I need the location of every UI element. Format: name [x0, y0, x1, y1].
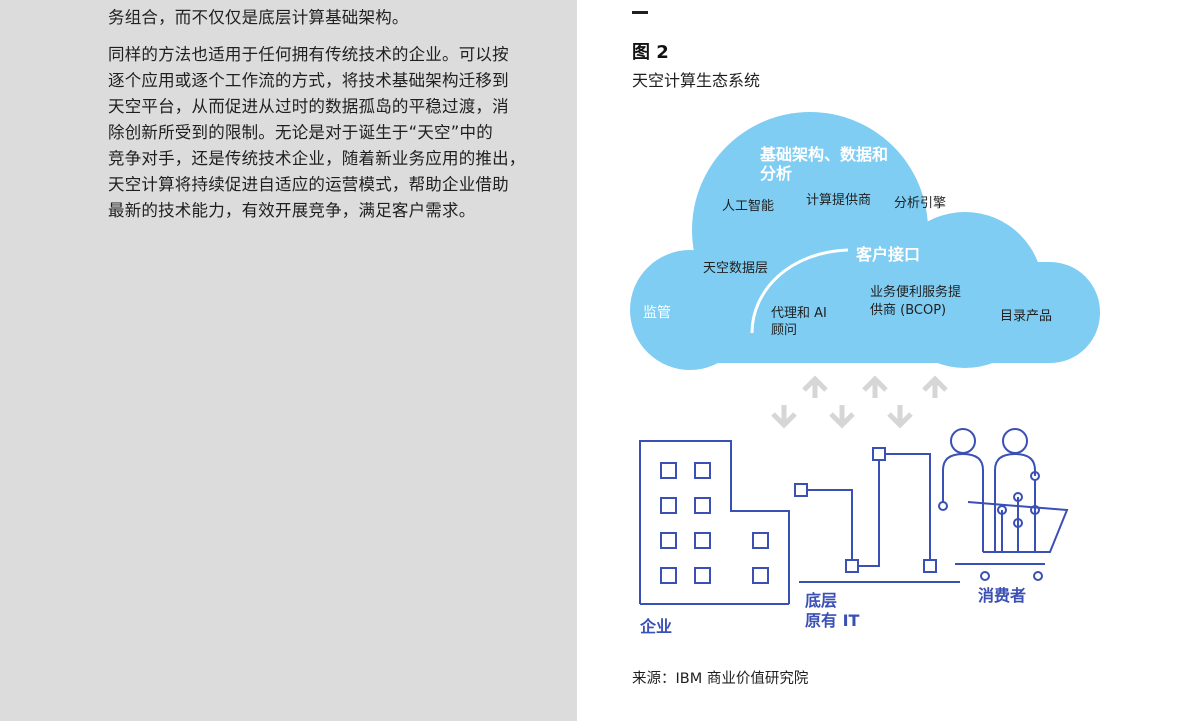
bcop-label-line2: 供商 (BCOP): [870, 303, 946, 318]
catalog-label: 目录产品: [1000, 309, 1052, 324]
text-line: 同样的方法也适用于任何拥有传统技术的企业。可以按: [108, 45, 509, 64]
up-arrow-icon: [922, 375, 948, 398]
agents-label-line1: 代理和 AI: [771, 306, 827, 321]
exchange-arrows: [771, 375, 948, 429]
legacy-it-circuit-icon: [794, 447, 960, 583]
legacy-it-label-line1: 底层: [805, 591, 837, 610]
text-line: 天空平台，从而促进从过时的数据孤岛的平稳过渡，消: [108, 97, 509, 116]
customer-interface-label: 客户接口: [856, 245, 920, 264]
body-paragraph-1: 务组合，而不仅仅是底层计算基础架构。: [108, 5, 548, 31]
figure-source: 来源：IBM 商业价值研究院: [632, 671, 809, 687]
customer-interface-arc: [750, 248, 849, 334]
enterprise-building-icon: [639, 440, 790, 605]
consumers-cart-icon: [938, 428, 1069, 581]
infra-heading-line1: 基础架构、数据和: [759, 145, 888, 164]
consumers-label: 消费者: [978, 586, 1026, 605]
agents-label-line2: 顾问: [771, 323, 797, 338]
up-arrow-icon: [862, 375, 888, 398]
figure-rule: [632, 11, 648, 14]
text-line: 最新的技术能力，有效开展竞争，满足客户需求。: [108, 201, 476, 220]
enterprise-label: 企业: [639, 617, 672, 636]
cloud-shape: [630, 112, 1100, 370]
down-arrow-icon: [829, 405, 855, 429]
figure-title: 天空计算生态系统: [632, 71, 761, 90]
ai-label: 人工智能: [722, 199, 774, 214]
up-arrow-icon: [802, 375, 828, 398]
compute-provider-label: 计算提供商: [806, 192, 871, 208]
infra-heading-line2: 分析: [760, 164, 792, 183]
text-line: 竞争对手，还是传统技术企业，随着新业务应用的推出，: [108, 149, 526, 168]
data-layer-label: 天空数据层: [703, 261, 768, 276]
text-line: 逐个应用或逐个工作流的方式，将技术基础架构迁移到: [108, 71, 509, 90]
analytics-engine-label: 分析引擎: [894, 196, 946, 211]
figure-label: 图 2: [632, 42, 669, 63]
body-paragraph-2: 同样的方法也适用于任何拥有传统技术的企业。可以按 逐个应用或逐个工作流的方式，将…: [108, 42, 548, 224]
text-line: 除创新所受到的限制。无论是对于诞生于“天空”中的: [108, 123, 493, 142]
regulation-label: 监管: [643, 305, 671, 321]
text-line: 务组合，而不仅仅是底层计算基础架构。: [108, 8, 409, 27]
down-arrow-icon: [887, 405, 913, 429]
legacy-it-label-line2: 原有 IT: [805, 611, 860, 630]
text-line: 天空计算将持续促进自适应的运营模式，帮助企业借助: [108, 175, 509, 194]
down-arrow-icon: [771, 405, 797, 429]
bcop-label-line1: 业务便利服务提: [870, 284, 961, 300]
left-text-panel: 务组合，而不仅仅是底层计算基础架构。 同样的方法也适用于任何拥有传统技术的企业。…: [0, 0, 577, 721]
